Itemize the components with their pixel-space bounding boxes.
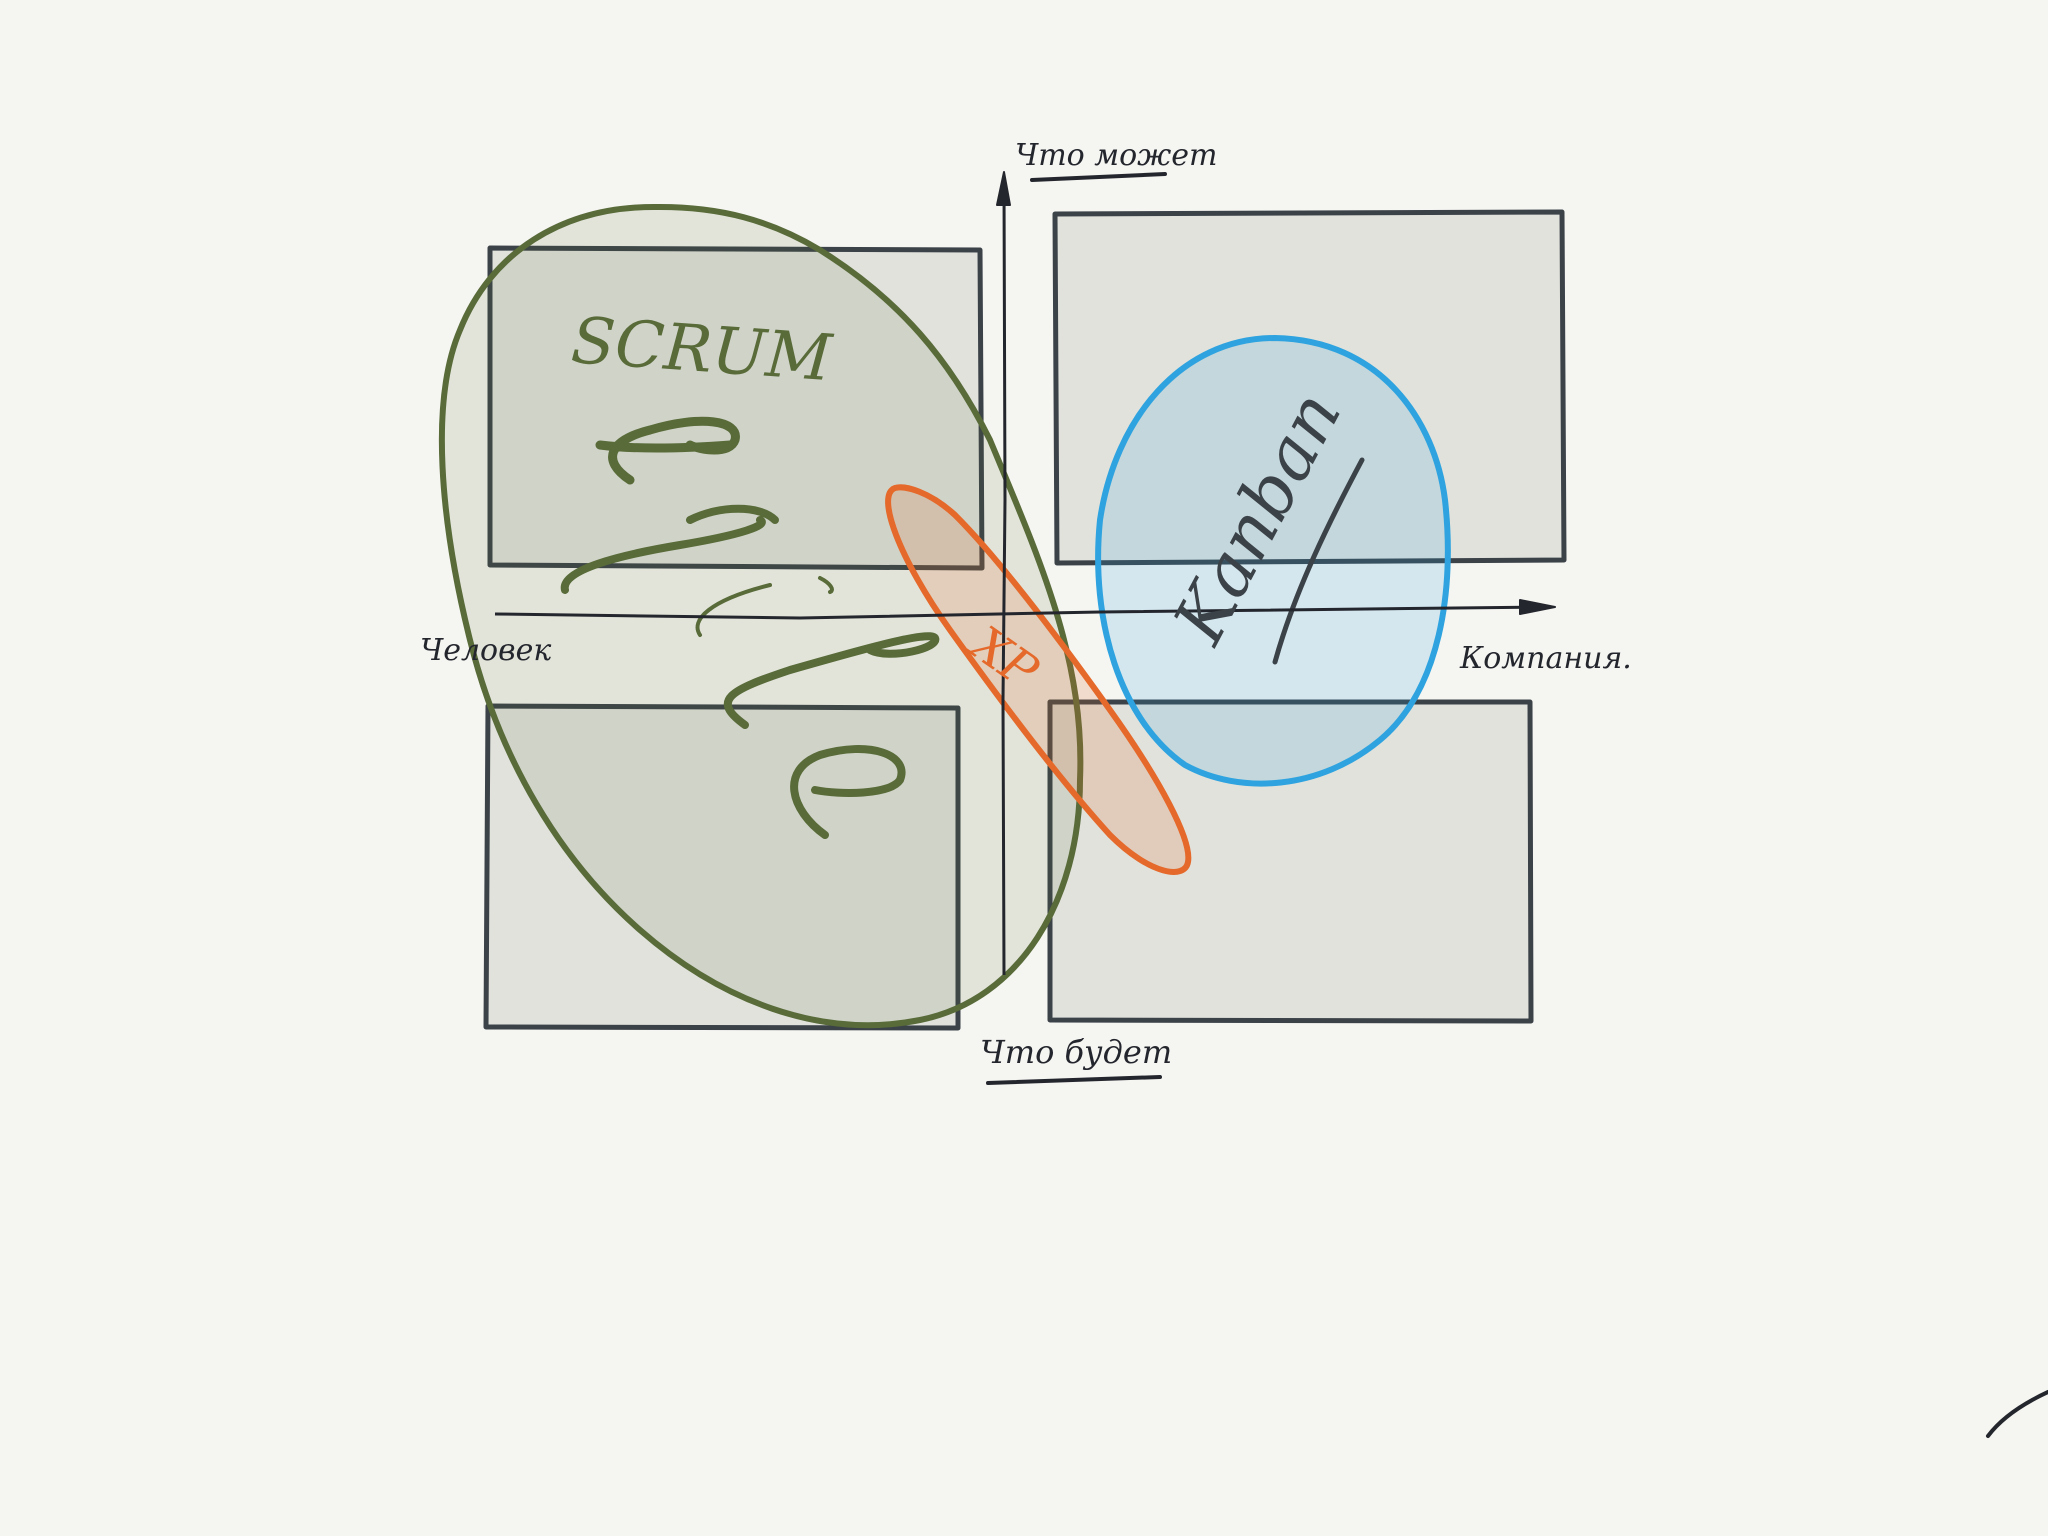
vertical-axis-arrow-icon — [996, 171, 1011, 206]
bottom-label-underline — [986, 1075, 1162, 1085]
axis-label-right: Компания. — [1459, 641, 1632, 676]
kanban-strike-stroke — [1272, 457, 1365, 665]
horizontal-axis-arrow-icon — [1519, 599, 1556, 615]
xp-region — [885, 484, 1192, 875]
axis-label-bottom: Что будет — [980, 1033, 1172, 1071]
quadrant-box-bottom-left — [483, 703, 961, 1031]
kanban-region — [1095, 334, 1451, 787]
quadrant-box-top-right — [1052, 209, 1567, 566]
scrum-squiggle-3 — [695, 576, 834, 637]
scrum-squiggle-1 — [595, 416, 740, 485]
scrum-squiggle-2 — [560, 504, 779, 594]
vertical-axis — [1001, 184, 1007, 976]
axis-label-left: Человек — [420, 633, 551, 668]
stray-pen-stroke — [1986, 1390, 2048, 1438]
scrum-squiggle-4 — [723, 632, 940, 729]
scrum-label: SCRUM — [569, 304, 835, 396]
axis-label-top: Что может — [1015, 138, 1217, 173]
horizontal-axis — [494, 605, 1549, 620]
scrum-squiggle-5 — [790, 745, 906, 839]
top-label-underline — [1030, 172, 1167, 182]
